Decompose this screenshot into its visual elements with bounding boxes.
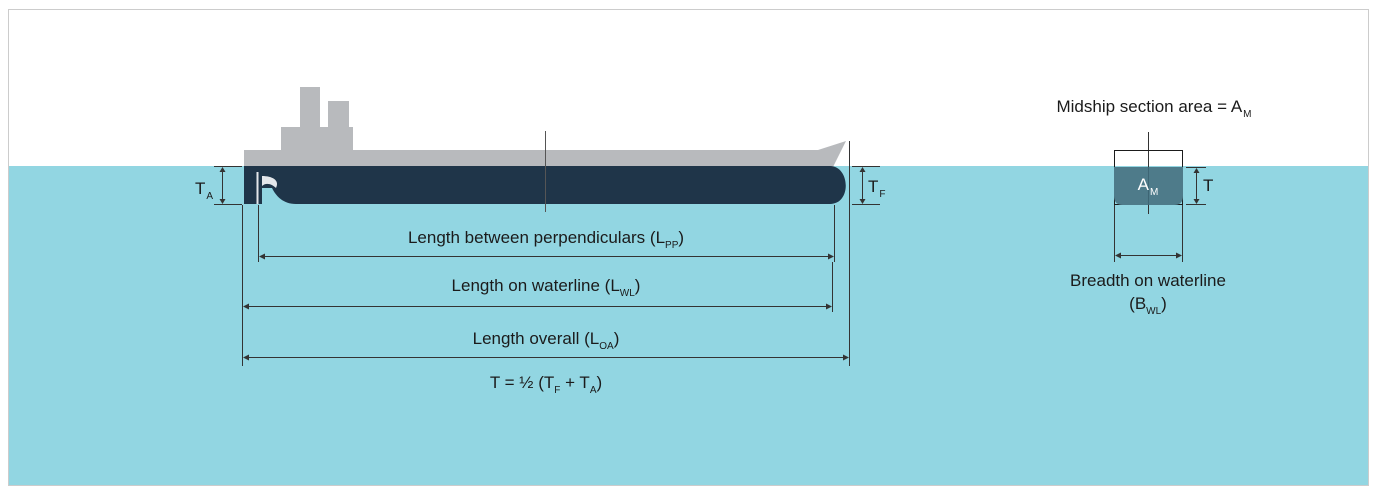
ship-hull: [244, 166, 846, 204]
rudder-icon: [244, 172, 256, 204]
section-draught-dimension: [1186, 167, 1206, 205]
midship-section-title: Midship section area = AM: [1056, 97, 1251, 120]
breadth-label-line2: (BWL): [1129, 294, 1167, 317]
draught-fwd-label: TF: [868, 177, 886, 200]
propeller-icon: [262, 176, 278, 188]
lwl-dimension-line: [243, 303, 832, 310]
stern-gap: [256, 172, 259, 204]
draught-fwd-dimension: [852, 166, 880, 205]
loa-dimension-line: [243, 354, 849, 361]
water-area: [9, 166, 1368, 485]
draught-aft-label: TA: [195, 179, 213, 202]
lwl-label: Length on waterline (LWL): [452, 276, 641, 299]
funnel-tall: [300, 87, 320, 129]
funnel-short: [328, 101, 349, 129]
lpp-label: Length between perpendiculars (LPP): [408, 228, 684, 251]
breadth-dimension-line: [1114, 205, 1183, 262]
loa-label: Length overall (LOA): [473, 329, 620, 352]
section-area-label: AM: [1138, 175, 1159, 198]
section-draught-label: T: [1203, 176, 1213, 195]
deckhouse: [281, 127, 353, 153]
draught-aft-dimension: [214, 166, 242, 205]
breadth-label-line1: Breadth on waterline: [1070, 271, 1226, 290]
lpp-dimension-line: [259, 253, 834, 260]
mean-draught-formula: T = ½ (TF + TA): [490, 373, 602, 396]
